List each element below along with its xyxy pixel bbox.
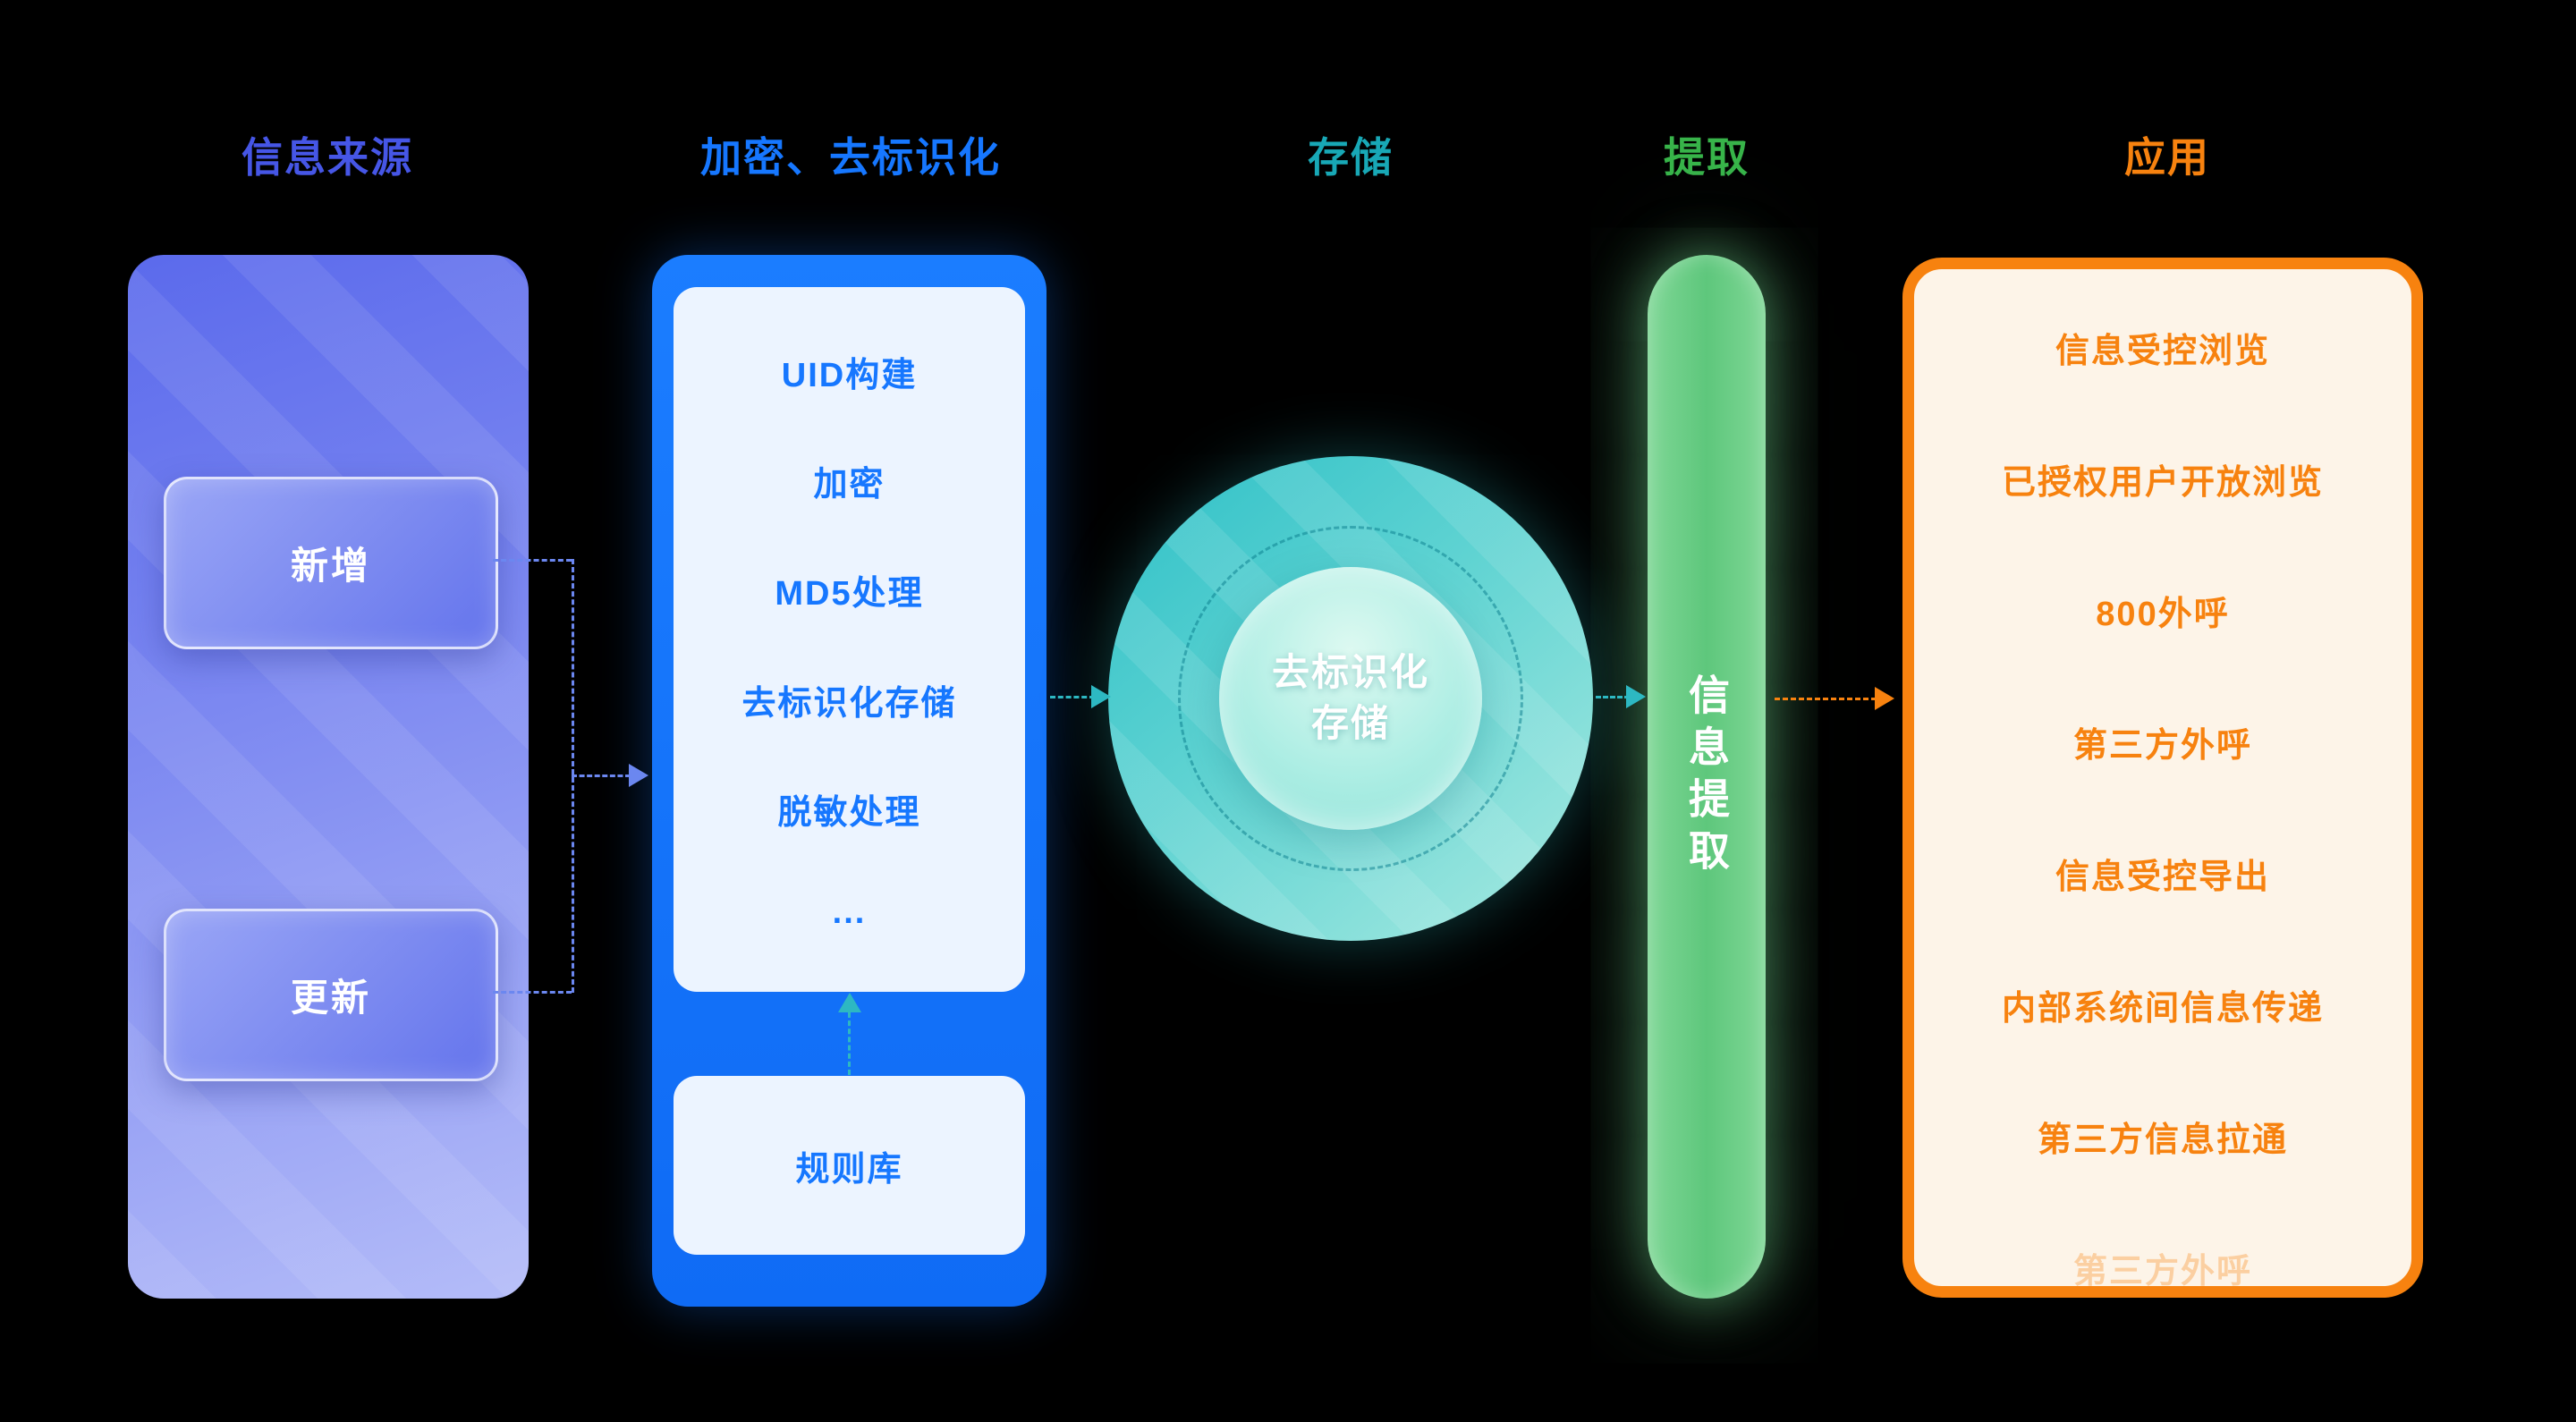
encryption-step-more: ... [832, 893, 867, 931]
application-item-thirdparty-call-2: 第三方外呼 [2072, 1253, 2252, 1291]
arrowhead-to-encryption [629, 764, 648, 787]
rule-base-box: 规则库 [674, 1076, 1025, 1255]
application-panel: 信息受控浏览 已授权用户开放浏览 800外呼 第三方外呼 信息受控导出 内部系统… [1902, 258, 2423, 1298]
connector-add-line [493, 559, 572, 562]
application-item-authorized-browse: 已授权用户开放浏览 [2001, 464, 2324, 502]
connector-to-encryption [572, 774, 631, 777]
extraction-bar-label: 信息提取 [1683, 673, 1730, 881]
application-list: 信息受控浏览 已授权用户开放浏览 800外呼 第三方外呼 信息受控导出 内部系统… [1914, 269, 2411, 1286]
connector-rulebase-up [848, 1012, 851, 1075]
source-panel: 新增 更新 [128, 255, 529, 1299]
application-item-internal-transfer: 内部系统间信息传递 [2001, 990, 2324, 1028]
connector-to-storage [1050, 696, 1095, 698]
encryption-steps-box: UID构建 加密 MD5处理 去标识化存储 脱敏处理 ... [674, 287, 1025, 992]
application-item-controlled-export: 信息受控导出 [2055, 859, 2270, 896]
source-item-add: 新增 [164, 477, 498, 649]
storage-dashed-ring [1178, 526, 1523, 871]
encryption-step-encrypt: 加密 [813, 466, 886, 504]
connector-update-line [493, 991, 572, 994]
encryption-step-mask: 脱敏处理 [777, 793, 921, 832]
column-header-source: 信息来源 [242, 134, 413, 181]
storage-circle: 去标识化 存储 [1108, 456, 1593, 941]
storage-core-label-line2: 存储 [1310, 702, 1390, 744]
column-header-encryption: 加密、去标识化 [700, 134, 1001, 181]
column-header-application: 应用 [2124, 134, 2210, 181]
connector-to-application [1775, 698, 1877, 700]
extraction-bar: 信息提取 [1648, 255, 1766, 1299]
storage-core-label-line1: 去标识化 [1271, 651, 1429, 694]
arrowhead-to-storage [1091, 685, 1111, 708]
source-item-update: 更新 [164, 909, 498, 1081]
application-item-thirdparty-link: 第三方信息拉通 [2037, 1122, 2288, 1159]
storage-core: 去标识化 存储 [1219, 567, 1482, 830]
arrowhead-rulebase-up [838, 993, 861, 1012]
application-item-thirdparty-call: 第三方外呼 [2072, 727, 2252, 765]
arrowhead-to-application [1875, 687, 1894, 710]
encryption-step-md5: MD5处理 [775, 575, 924, 614]
encryption-panel: UID构建 加密 MD5处理 去标识化存储 脱敏处理 ... 规则库 [652, 255, 1046, 1307]
column-header-extraction: 提取 [1664, 134, 1750, 181]
arrowhead-to-extraction [1626, 685, 1646, 708]
application-item-controlled-browse: 信息受控浏览 [2055, 333, 2270, 370]
encryption-step-uid: UID构建 [781, 357, 918, 395]
column-header-storage: 存储 [1308, 134, 1394, 181]
connector-to-extraction [1596, 696, 1630, 698]
application-item-800-call: 800外呼 [2096, 596, 2230, 633]
encryption-step-deid-store: 去标识化存储 [741, 684, 957, 723]
